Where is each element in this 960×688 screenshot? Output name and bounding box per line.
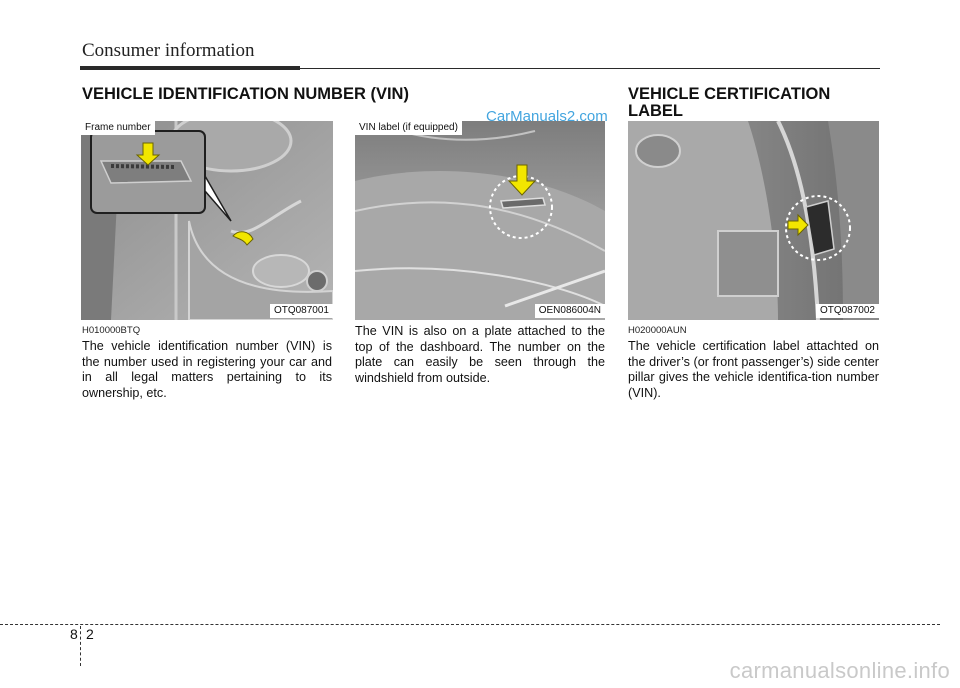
figure-code-oen086004n: OEN086004N	[534, 304, 605, 318]
footer-dashed-rule	[0, 624, 940, 625]
chapter-number: 8	[70, 626, 78, 642]
frame-number-illustration	[81, 121, 333, 320]
header-rule-thick	[80, 66, 300, 70]
header-rule-thin	[300, 68, 880, 69]
vin-heading: VEHICLE IDENTIFICATION NUMBER (VIN)	[82, 85, 409, 103]
watermark-carmanualsonline[interactable]: carmanualsonline.info	[729, 658, 950, 683]
cert-label-heading-line1: VEHICLE CERTIFICATION	[628, 85, 831, 103]
frame-number-photo: Frame number OTQ087001	[81, 121, 333, 320]
vin-label-photo: VIN label (if equipped) OEN086004N	[355, 121, 605, 320]
cert-label-heading-line2: LABEL	[628, 102, 683, 120]
vin-plate-illustration	[355, 121, 605, 320]
figure-code-otq087002: OTQ087002	[815, 304, 879, 318]
pointer-arrow-icon	[232, 231, 254, 246]
watermark-carmanuals2[interactable]: CarManuals2.com	[486, 108, 608, 125]
figure-code-otq087001: OTQ087001	[269, 304, 333, 318]
frame-number-label: Frame number	[81, 121, 155, 135]
vin-label-caption: VIN label (if equipped)	[355, 121, 462, 135]
page-number: 2	[86, 626, 94, 642]
arrow-right-icon	[787, 213, 809, 237]
footer-dashed-divider	[80, 626, 81, 666]
door-pillar-illustration	[628, 121, 879, 320]
dashboard-vin-description: The VIN is also on a plate attached to t…	[355, 324, 605, 385]
cert-label-heading: VEHICLE CERTIFICATION LABEL	[628, 86, 830, 120]
vin-description: The vehicle identification number (VIN) …	[82, 339, 332, 400]
page-header-title: Consumer information	[82, 40, 255, 61]
certification-label-photo: OTQ087002	[628, 121, 879, 320]
ref-code-h010000btq: H010000BTQ	[82, 325, 141, 336]
cert-label-description: The vehicle certification label attachte…	[628, 339, 879, 400]
ref-code-h020000aun: H020000AUN	[628, 325, 687, 336]
arrow-down-icon	[135, 142, 161, 166]
arrow-down-icon	[507, 164, 537, 196]
